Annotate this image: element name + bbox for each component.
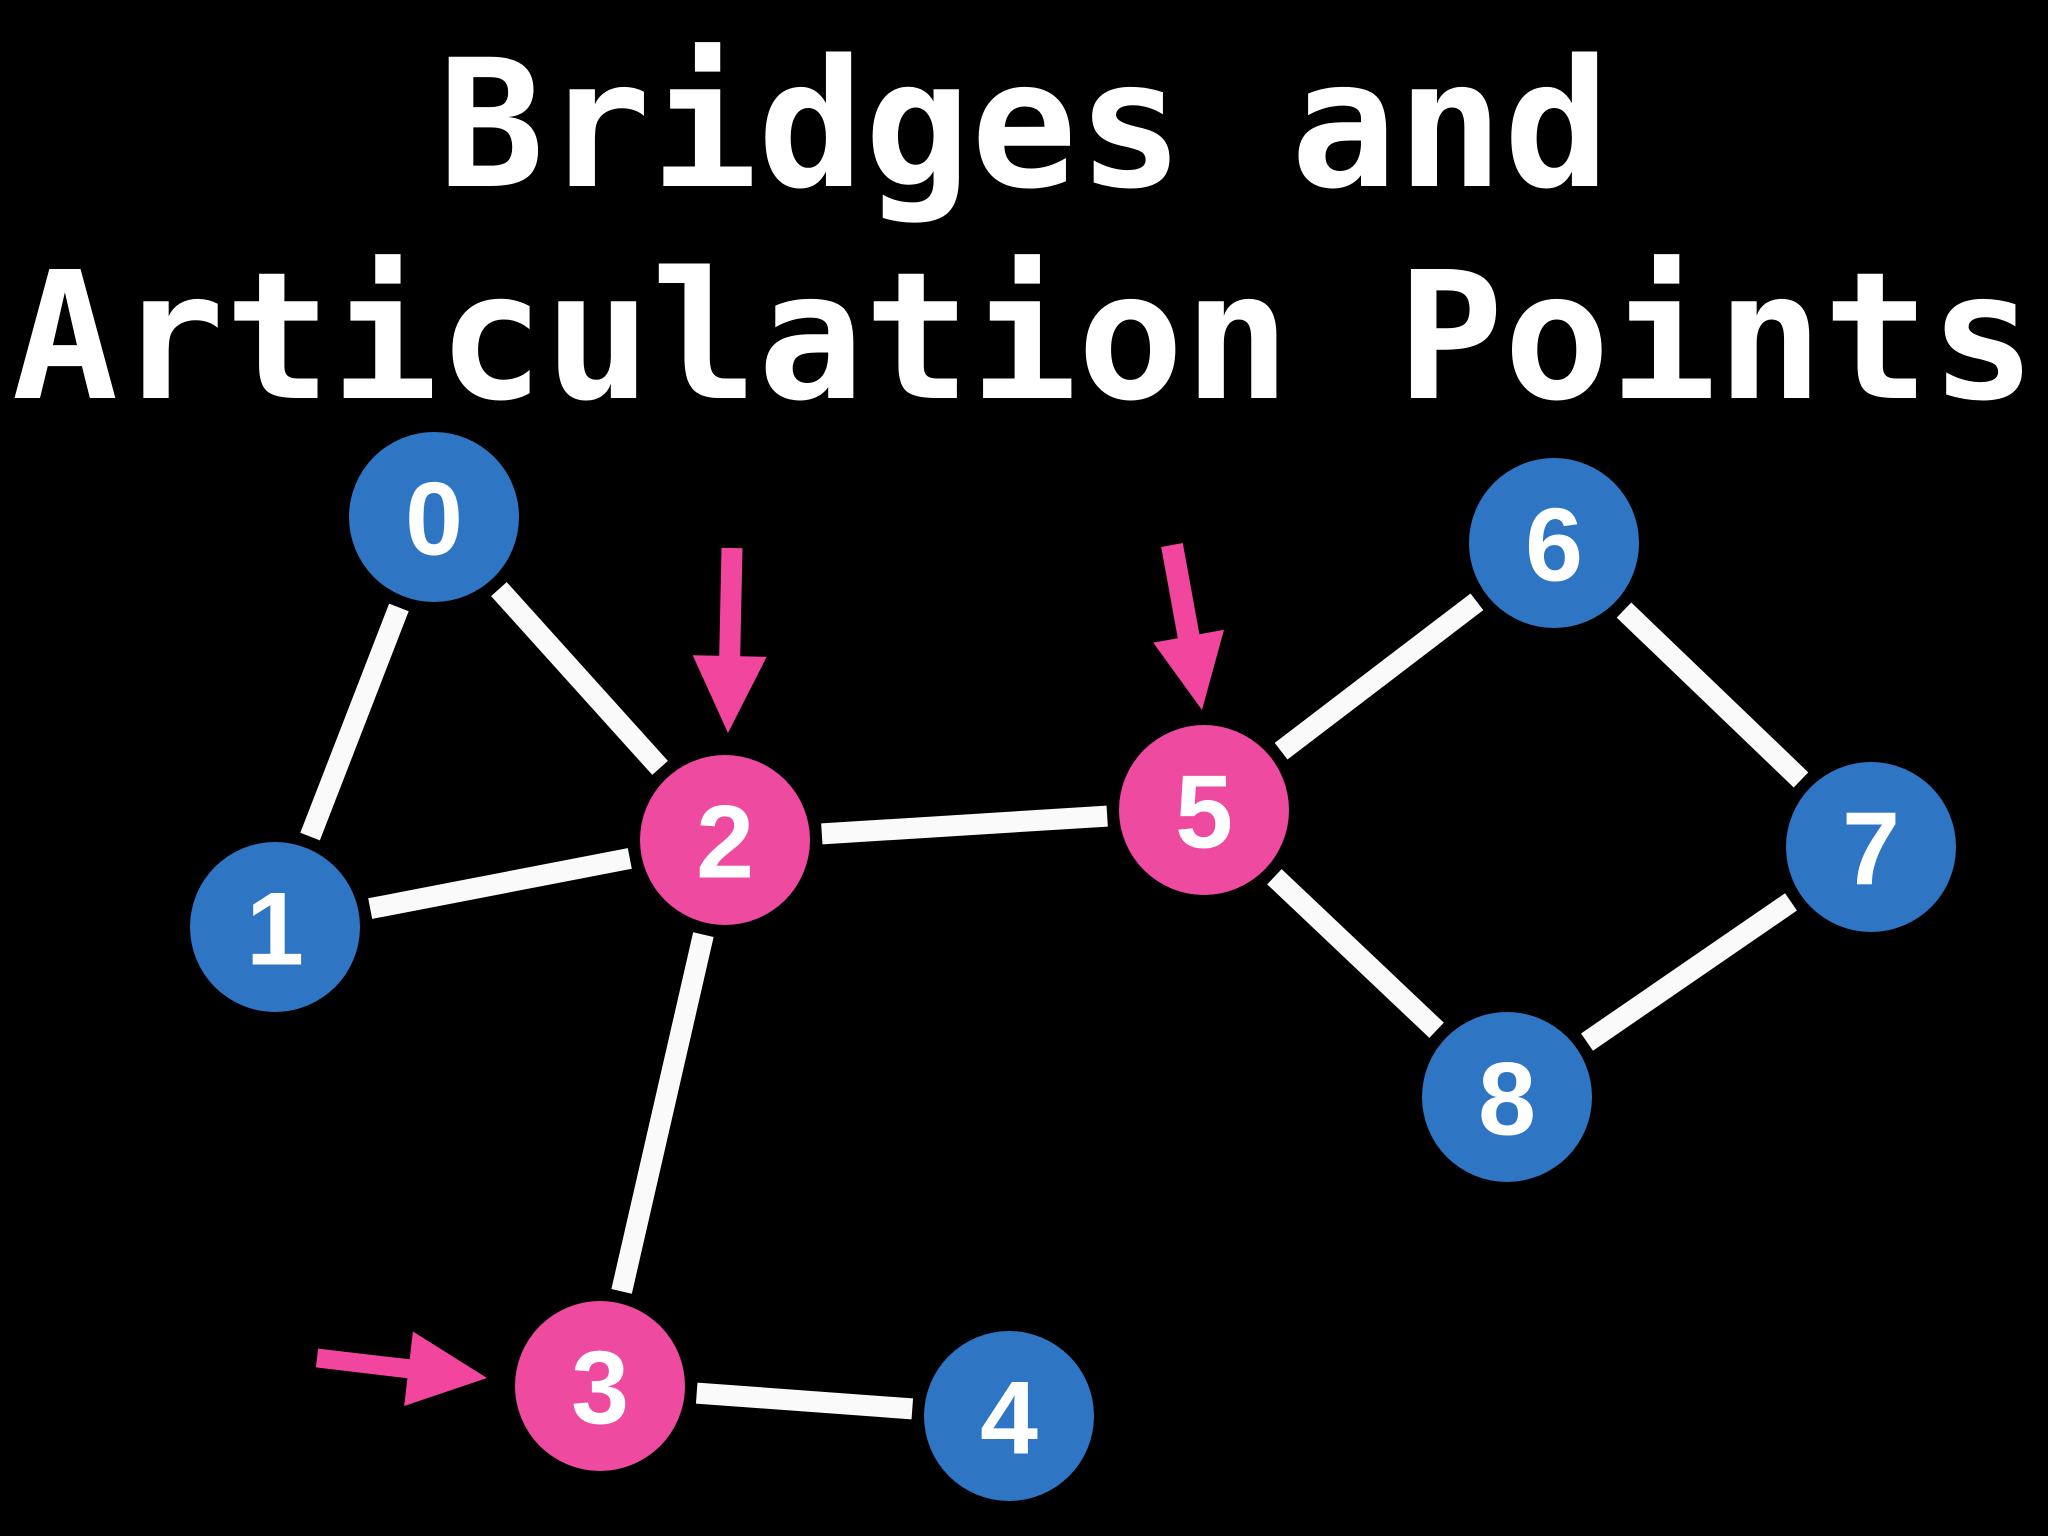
node-label-1: 1 <box>246 871 304 987</box>
edge-6-7 <box>1616 602 1809 788</box>
node-circle <box>1786 762 1956 932</box>
node-circle <box>1422 1012 1592 1182</box>
edge-2-3 <box>611 932 714 1294</box>
node-label-8: 8 <box>1478 1041 1536 1157</box>
node-label-5: 5 <box>1175 754 1233 870</box>
node-4: 4 <box>924 1331 1094 1501</box>
node-2-articulation-point: 2 <box>640 755 810 925</box>
edge-2-5 <box>821 805 1108 845</box>
nodes-layer: 0 1 2 3 4 5 6 7 8 <box>190 432 1956 1501</box>
arrow-pointer-to-node-5 <box>1153 543 1224 710</box>
node-label-0: 0 <box>405 461 463 577</box>
arrow-pointer-to-node-3 <box>315 1331 487 1406</box>
node-1: 1 <box>190 842 360 1012</box>
edge-0-1 <box>300 603 409 841</box>
edges-layer <box>300 582 1809 1420</box>
edge-3-4 <box>695 1382 914 1420</box>
node-6: 6 <box>1469 458 1639 628</box>
node-7: 7 <box>1786 762 1956 932</box>
node-label-2: 2 <box>696 784 754 900</box>
arrow-pointer-to-node-2 <box>692 547 767 733</box>
node-label-7: 7 <box>1842 791 1900 907</box>
title-line-1: Bridges and <box>437 22 1611 228</box>
title-line-2: Articulation Points <box>11 234 2037 440</box>
node-0: 0 <box>349 432 519 602</box>
node-label-3: 3 <box>571 1330 629 1446</box>
articulation-node-circle <box>515 1301 685 1471</box>
articulation-node-circle <box>1119 725 1289 895</box>
node-circle <box>924 1331 1094 1501</box>
node-5-articulation-point: 5 <box>1119 725 1289 895</box>
edge-0-2 <box>491 582 668 775</box>
edge-5-6 <box>1274 593 1484 760</box>
node-label-4: 4 <box>980 1360 1038 1476</box>
node-8: 8 <box>1422 1012 1592 1182</box>
edge-1-2 <box>368 848 632 919</box>
node-circle <box>190 842 360 1012</box>
node-3-articulation-point: 3 <box>515 1301 685 1471</box>
page-title: Bridges and Articulation Points <box>0 19 2048 443</box>
node-circle <box>349 432 519 602</box>
edge-7-8 <box>1581 893 1797 1051</box>
arrows-layer <box>315 543 1224 1406</box>
articulation-node-circle <box>640 755 810 925</box>
edge-5-8 <box>1267 869 1444 1038</box>
node-label-6: 6 <box>1525 487 1583 603</box>
node-circle <box>1469 458 1639 628</box>
